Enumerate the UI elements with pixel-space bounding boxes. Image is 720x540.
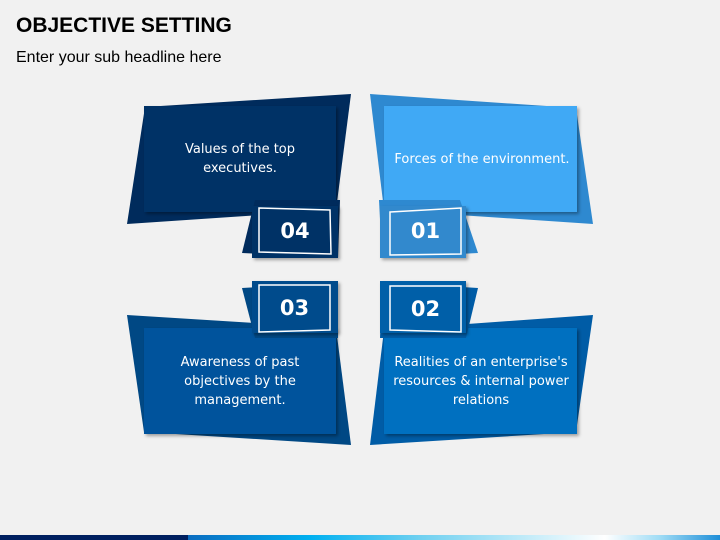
page-subtitle: Enter your sub headline here <box>16 49 222 66</box>
card-04-text: Values of the top executives. <box>184 142 296 176</box>
page-title: OBJECTIVE SETTING <box>16 14 232 37</box>
card-01-number: 01 <box>410 219 441 243</box>
bottom-gradient-bar <box>0 535 720 540</box>
card-03-number: 03 <box>279 296 310 320</box>
card-03-shape <box>127 281 351 445</box>
card-03-text: Awareness of past objectives by the mana… <box>180 354 300 408</box>
card-04-number: 04 <box>280 219 310 243</box>
card-02-number: 02 <box>410 297 441 321</box>
card-01-shape <box>370 94 593 258</box>
card-01-text: Forces of the environment. <box>394 151 570 167</box>
card-02-shape <box>370 281 593 445</box>
card-02-text: Realities of an enterprise's resources &… <box>393 354 569 408</box>
card-04-shape <box>127 94 351 258</box>
